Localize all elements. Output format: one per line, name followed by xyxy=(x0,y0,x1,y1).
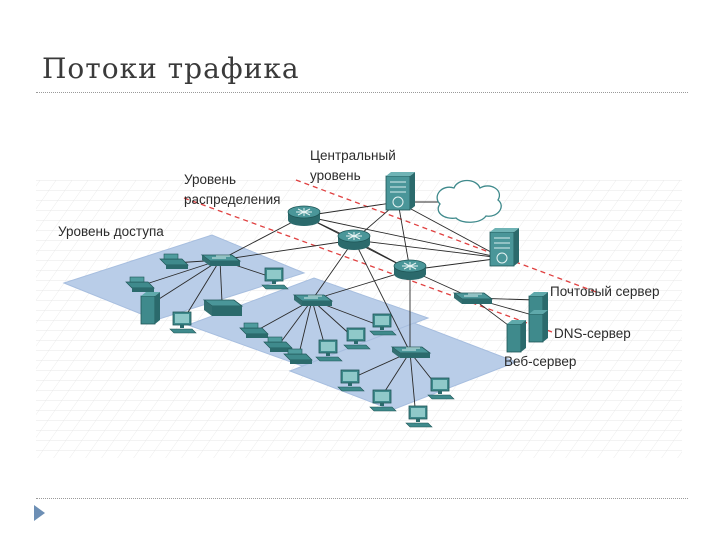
network-diagram: Центральный уровень Уровень распределени… xyxy=(36,140,682,458)
server-icon xyxy=(140,291,161,325)
bullet-arrow-icon xyxy=(34,505,45,521)
slide-title: Потоки трафика xyxy=(42,52,300,85)
distribution-layer-label-line2: распределения xyxy=(184,192,280,207)
mail-server-label: Почтовый сервер xyxy=(550,284,659,299)
web-server-label: Веб-сервер xyxy=(504,354,576,369)
core-layer-label-line1: Центральный xyxy=(310,148,396,163)
printer-icon xyxy=(202,299,244,316)
access-layer-label: Уровень доступа xyxy=(58,224,164,239)
footer-divider xyxy=(36,498,688,499)
dns-server-icon xyxy=(528,309,549,343)
layer-boundaries xyxy=(183,179,597,333)
router-icon xyxy=(287,205,321,227)
internet-cloud xyxy=(436,179,502,223)
title-divider xyxy=(36,92,688,93)
core-switch-icon xyxy=(385,171,416,211)
core-switch-icon xyxy=(489,227,520,267)
web-server-icon xyxy=(506,319,527,353)
distribution-layer-label-line1: Уровень xyxy=(184,172,236,187)
router-icon xyxy=(337,229,371,251)
core-layer-label-line2: уровень xyxy=(310,168,361,183)
dns-server-label: DNS-сервер xyxy=(554,326,631,341)
router-icon xyxy=(393,259,427,281)
